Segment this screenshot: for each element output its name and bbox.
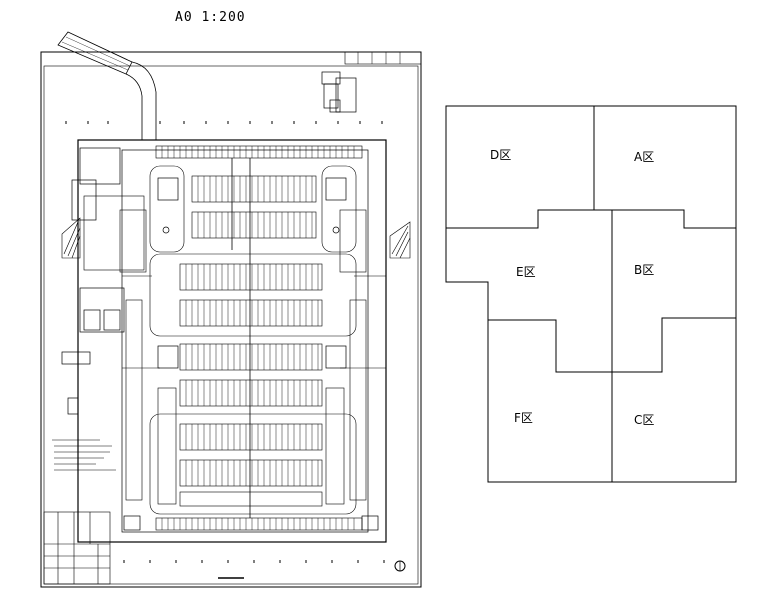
sheet-border: [40, 51, 422, 588]
title-strip: [344, 51, 422, 65]
zone-key-outline: [445, 105, 737, 229]
service-rooms-left: [61, 147, 125, 415]
sheet-inner-border: [43, 65, 419, 585]
grid-ticks: [65, 121, 385, 563]
parking-outline: [77, 139, 387, 543]
zone-label-f: F区: [514, 411, 533, 425]
core-blocks: [123, 177, 379, 531]
zone-key-middle: [445, 228, 737, 373]
parking-stall-rows: [83, 145, 367, 531]
zone-label-b: B区: [634, 263, 655, 277]
entry-ramp: [57, 31, 157, 141]
side-ramp-left: [61, 217, 81, 259]
floor-plan-sheet: [40, 31, 422, 588]
drive-aisles: [122, 158, 386, 518]
title-block: [43, 511, 111, 585]
zone-label-e: E区: [516, 265, 536, 279]
zone-key-plan: [445, 105, 737, 483]
zone-label-a: A区: [634, 150, 655, 164]
notes-block: [52, 439, 116, 471]
parking-inner-outline: [121, 149, 369, 533]
stall-dividers: [161, 146, 355, 530]
zone-label-d: D区: [490, 148, 512, 162]
zone-label-c: C区: [634, 413, 655, 427]
mini-key-diagram: [321, 71, 357, 113]
drawing-scale-title: A0 1:200: [175, 10, 246, 25]
side-ramp-right: [389, 221, 411, 259]
